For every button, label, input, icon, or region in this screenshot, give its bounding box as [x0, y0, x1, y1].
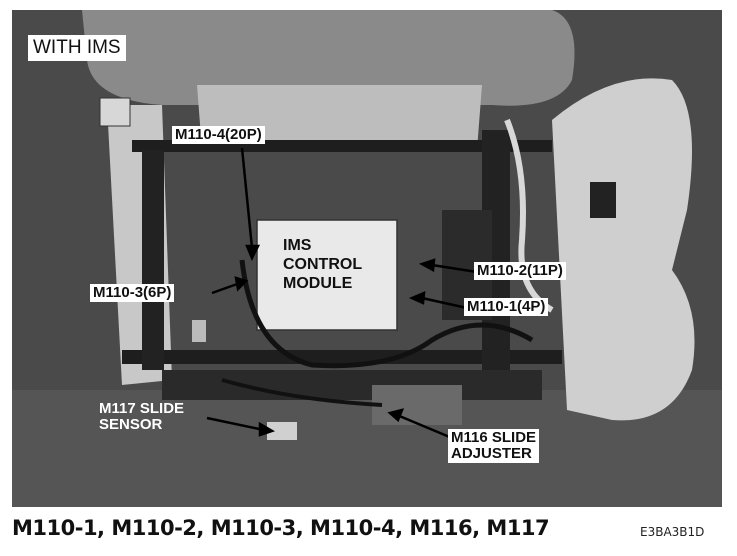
connector-caption: M110-1, M110-2, M110-3, M110-4, M116, M1… [12, 516, 550, 540]
callout-m116: M116 SLIDE ADJUSTER [448, 429, 540, 463]
side-switch [590, 182, 616, 218]
slide-sensor [267, 422, 297, 440]
wiring-harness [239, 259, 534, 369]
seat-illustration [12, 10, 722, 507]
rear-rail [122, 350, 562, 364]
callout-m117-line1: M117 SLIDE [99, 400, 185, 417]
callout-arrows [206, 147, 478, 440]
callout-m117-line2: SENSOR [99, 416, 163, 433]
callout-m117: M117 SLIDE SENSOR [96, 400, 187, 434]
callout-m110-3: M110-3(6P) [90, 284, 175, 302]
ims-control-module [256, 219, 398, 331]
cushion-underside [197, 85, 482, 150]
figure-code: E3BA3B1D [640, 525, 705, 539]
cable-bundle [504, 118, 554, 313]
left-rail [142, 150, 164, 370]
callout-m110-4: M110-4(20P) [172, 126, 265, 144]
seat-photo: WITH IMS M110-4(20P) M110-3(6P) M110-2(1… [12, 10, 722, 507]
module-label: IMS CONTROL MODULE [280, 235, 365, 294]
callout-m110-1: M110-1(4P) [464, 298, 549, 316]
seat-cushion [82, 10, 575, 106]
track-assembly [162, 370, 542, 400]
bolt [192, 320, 206, 342]
callout-m116-line2: ADJUSTER [451, 445, 532, 462]
slide-adjuster-motor [372, 385, 462, 425]
callout-m110-2: M110-2(11P) [474, 262, 566, 280]
wiring-lower [221, 378, 383, 407]
module-label-line3: MODULE [283, 275, 353, 292]
seat-belt-buckle [99, 97, 131, 127]
callout-m116-line1: M116 SLIDE [451, 429, 537, 446]
module-label-line1: IMS [283, 237, 312, 254]
module-label-line2: CONTROL [283, 256, 363, 273]
with-ims-badge: WITH IMS [28, 35, 126, 61]
side-cover-panel [552, 78, 695, 421]
